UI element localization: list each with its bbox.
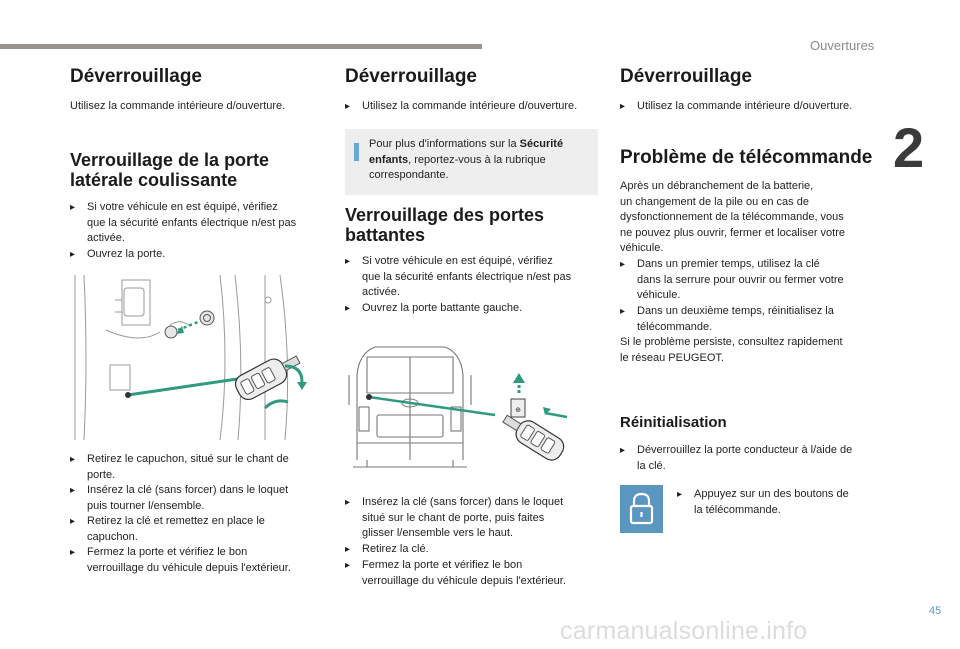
heading-swing-doors: Verrouillage des portes battantes — [345, 205, 545, 245]
bullet-arrow-icon: ▸ — [345, 303, 351, 314]
sliding-door-illustration — [74, 274, 307, 441]
bullet-arrow-icon: ▸ — [620, 306, 626, 317]
list-item: ▸ Fermez la porte et vérifiez le bon ver… — [345, 559, 566, 587]
list-item: ▸ Utilisez la commande intérieure d/ouve… — [620, 99, 887, 115]
info-box: Pour plus d'informations sur la Sécurité… — [345, 129, 598, 195]
lock-icon — [620, 485, 663, 533]
bullet-arrow-icon: ▸ — [677, 489, 683, 500]
bullet-arrow-icon: ▸ — [70, 202, 76, 213]
intro-text: Utilisez la commande intérieure d/ouvert… — [70, 100, 286, 112]
paragraph: Si le problème persiste, consultez rapid… — [620, 336, 843, 364]
page-number: 45 — [929, 605, 942, 617]
chapter-number: 2 — [893, 116, 925, 179]
list-item: ▸ Fermez la porte et vérifiez le bon ver… — [70, 546, 291, 574]
list-item: ▸ Si votre véhicule en est équipé, vérif… — [345, 255, 572, 298]
bullet-arrow-icon: ▸ — [345, 497, 351, 508]
bullet-arrow-icon: ▸ — [345, 101, 351, 112]
bullet-arrow-icon: ▸ — [620, 445, 626, 456]
list-item: ▸ Retirez la clé. — [345, 542, 602, 558]
bullet-arrow-icon: ▸ — [345, 560, 351, 571]
watermark: carmanualsonline.info — [560, 617, 808, 645]
list-item: ▸ Appuyez sur un des boutons de la téléc… — [677, 488, 849, 516]
header-rule — [0, 44, 482, 49]
info-text: Pour plus d'informations sur la Sécurité… — [369, 138, 564, 181]
bullet-arrow-icon: ▸ — [70, 454, 76, 465]
list-item: ▸ Dans un premier temps, utilisez la clé… — [620, 258, 844, 301]
bullet-arrow-icon: ▸ — [345, 256, 351, 267]
bullet-arrow-icon: ▸ — [345, 544, 351, 555]
list-item: ▸ Ouvrez la porte battante gauche. — [345, 301, 602, 317]
list-item: ▸ Retirez la clé et remettez en place le… — [70, 515, 265, 543]
list-item: ▸ Retirez le capuchon, situé sur le chan… — [70, 453, 289, 481]
heading-deverrouillage: Déverrouillage — [345, 66, 477, 87]
bullet-arrow-icon: ▸ — [70, 485, 76, 496]
chapter-title: Ouvertures — [810, 38, 875, 53]
heading-deverrouillage: Déverrouillage — [70, 66, 202, 87]
list-item: ▸ Déverrouillez la porte conducteur à l/… — [620, 444, 853, 472]
bullet-arrow-icon: ▸ — [620, 259, 626, 270]
van-rear-illustration: ⊕ — [348, 346, 568, 468]
heading-sliding-door: Verrouillage de la porte latérale coulis… — [70, 150, 270, 190]
list-item: ▸ Utilisez la commande intérieure d/ouve… — [345, 99, 602, 115]
list-item: ▸ Insérez la clé (sans forcer) dans le l… — [345, 496, 564, 539]
heading-remote-problem: Problème de télécommande — [620, 147, 873, 168]
paragraph: Après un débranchement de la batterie, u… — [620, 180, 845, 254]
list-item: ▸ Si votre véhicule en est équipé, vérif… — [70, 201, 297, 244]
heading-deverrouillage: Déverrouillage — [620, 66, 752, 87]
bullet-arrow-icon: ▸ — [70, 516, 76, 527]
heading-reinitialisation: Réinitialisation — [620, 414, 727, 431]
list-item: ▸ Ouvrez la porte. — [70, 247, 327, 263]
svg-text:⊕: ⊕ — [515, 407, 521, 414]
bullet-arrow-icon: ▸ — [70, 547, 76, 558]
list-item: ▸ Insérez la clé (sans forcer) dans le l… — [70, 484, 289, 512]
bullet-arrow-icon: ▸ — [620, 101, 626, 112]
bullet-arrow-icon: ▸ — [70, 249, 76, 260]
list-item: ▸ Dans un deuxième temps, réinitialisez … — [620, 305, 834, 333]
info-icon — [354, 143, 359, 161]
